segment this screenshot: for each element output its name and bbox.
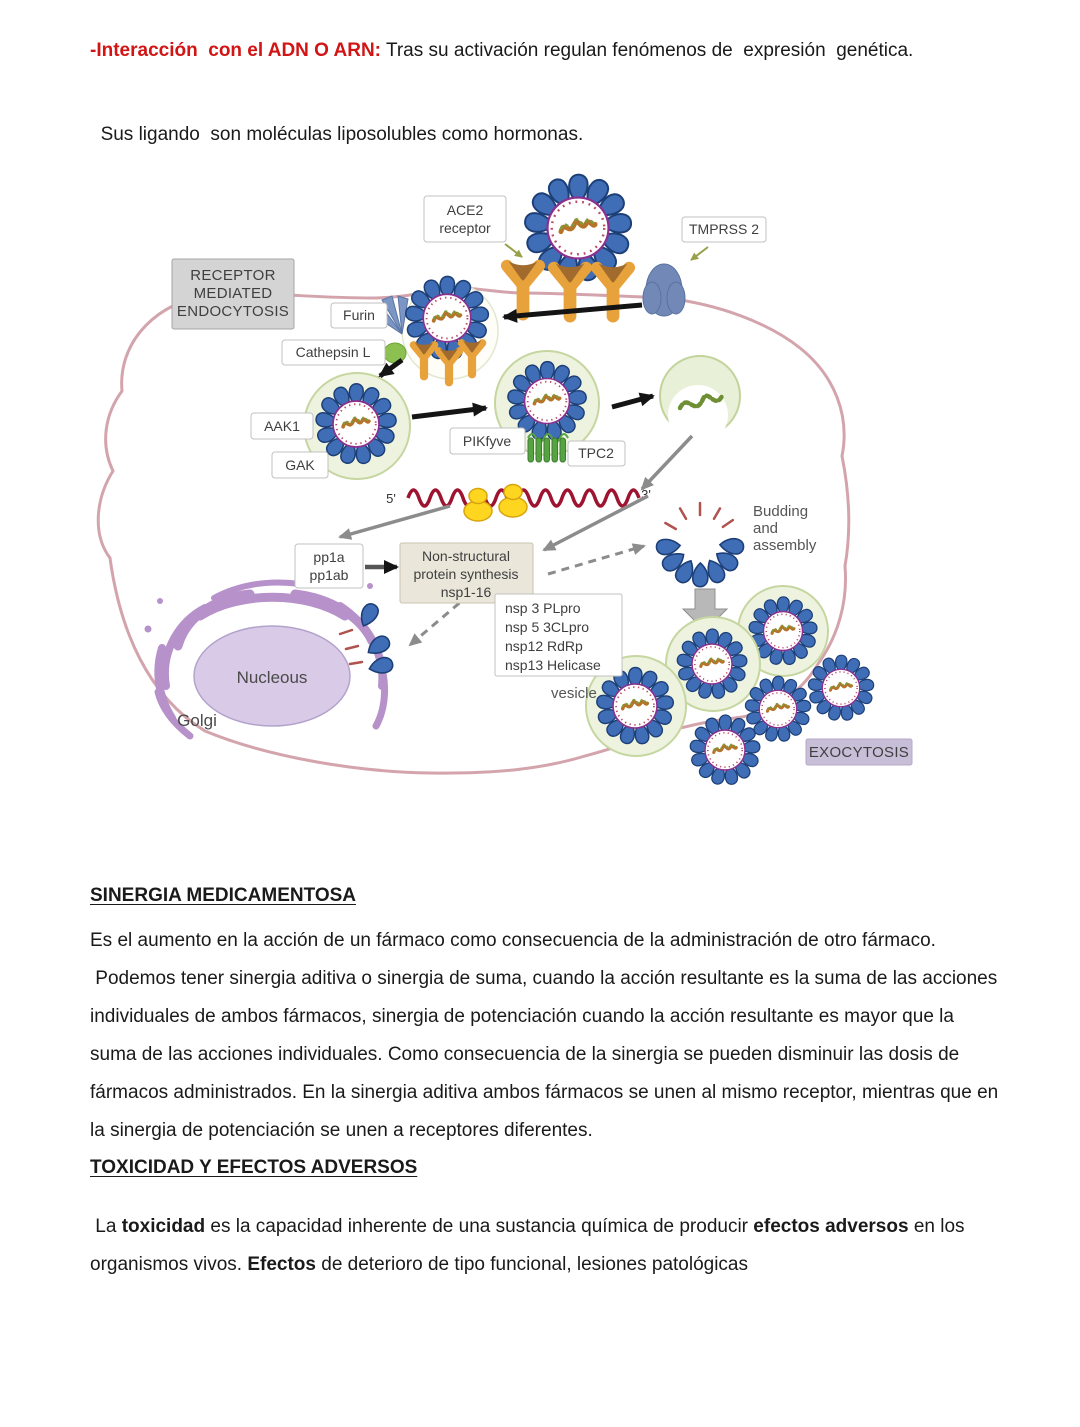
five-prime-label: 5' <box>386 491 396 506</box>
sinergia-paragraph-1: Es el aumento en la acción de un fármaco… <box>90 930 936 951</box>
budding-label: assembly <box>753 537 817 554</box>
process-arrows <box>338 243 709 647</box>
uncoating-vesicle <box>659 355 741 445</box>
nsp-list-item: nsp12 RdRp <box>505 638 583 654</box>
pp1a-label: pp1a <box>313 549 344 565</box>
pikfyve-label: PIKfyve <box>463 433 511 449</box>
ace2-label: receptor <box>439 220 491 236</box>
budding-label: and <box>753 520 778 537</box>
three-prime-label: 3' <box>641 487 651 502</box>
rme-label: MEDIATED <box>194 285 273 302</box>
intro-paragraph: -Interacción con el ADN O ARN: Tras su a… <box>90 30 995 156</box>
viral-entry-diagram: Nucleous Golgi <box>96 156 913 806</box>
tmprss2-protein <box>642 263 686 317</box>
tmprss2-label: TMPRSS 2 <box>689 221 759 237</box>
cathepsin-label: Cathepsin L <box>296 344 371 360</box>
nsp-list-item: nsp 5 3CLpro <box>505 619 589 635</box>
diagram-label-boxes: ACE2 receptor TMPRSS 2 RECEPTOR MEDIATED… <box>171 195 913 766</box>
exocytosis-label: EXOCYTOSIS <box>809 744 909 761</box>
intro-text: Tras su activación regulan fenómenos de … <box>381 40 914 61</box>
aak1-label: AAK1 <box>264 418 300 434</box>
gak-label: GAK <box>285 457 315 473</box>
furin-label: Furin <box>343 307 375 323</box>
released-virus-1 <box>690 715 761 785</box>
toxicidad-heading: TOXICIDAD Y EFECTOS ADVERSOS <box>90 1157 418 1178</box>
nsp-synthesis-label: nsp1-16 <box>441 584 492 600</box>
nsp-synthesis-label: protein synthesis <box>413 566 518 582</box>
tpc2-channel <box>527 433 569 463</box>
nucleus-label: Nucleous <box>237 668 308 687</box>
spike-proteins-at-golgi <box>338 600 396 678</box>
intro-line2: Sus ligando son moléculas liposolubles c… <box>100 124 584 145</box>
budding-virus <box>654 501 746 588</box>
toxicidad-paragraph: La toxicidad es la capacidad inherente d… <box>90 1216 970 1275</box>
intro-highlight: -Interacción con el ADN O ARN: <box>90 40 382 61</box>
sinergia-paragraph-2: Podemos tener sinergia aditiva o sinergi… <box>90 968 1004 1141</box>
budding-label: Budding <box>753 503 808 520</box>
rme-label: RECEPTOR <box>190 267 275 284</box>
nucleus <box>193 625 351 727</box>
ace2-label: ACE2 <box>447 202 484 218</box>
nsp-synthesis-label: Non-structural <box>422 548 510 564</box>
ribosome <box>463 487 493 522</box>
vesicle-label: vesicle <box>551 685 597 702</box>
golgi-label: Golgi <box>177 711 217 730</box>
tpc2-label: TPC2 <box>578 445 614 461</box>
viral-rna-strand <box>406 483 641 522</box>
cathepsin-protein <box>383 342 407 364</box>
sinergia-heading: SINERGIA MEDICAMENTOSA <box>90 885 357 906</box>
body-text: SINERGIA MEDICAMENTOSA Es el aumento en … <box>90 884 1002 1284</box>
rme-label: ENDOCYTOSIS <box>177 303 289 320</box>
nsp-list-item: nsp 3 PLpro <box>505 600 581 616</box>
nsp-list-item: nsp13 Helicase <box>505 657 601 673</box>
pp1ab-label: pp1ab <box>310 567 349 583</box>
